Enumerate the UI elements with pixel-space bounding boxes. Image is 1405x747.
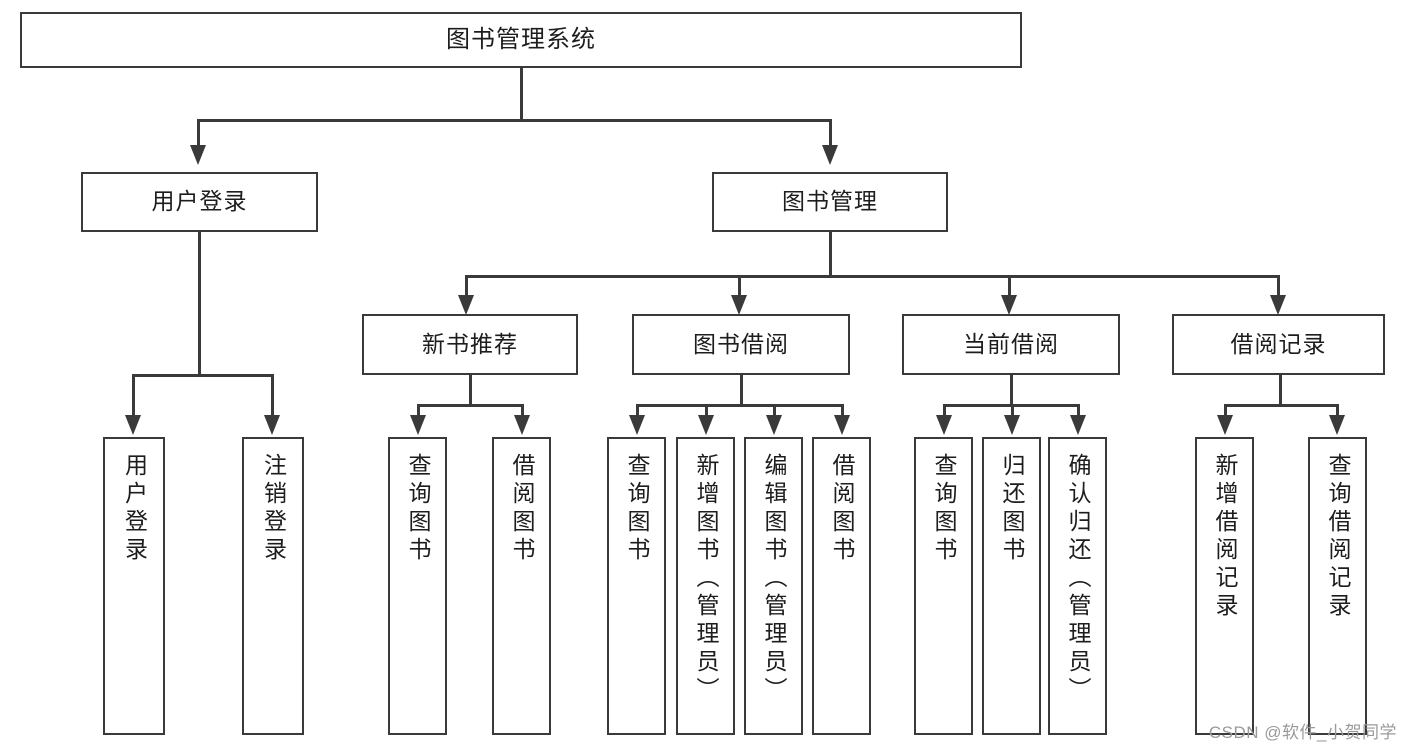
connector-borrow-record-bar [1224,404,1338,407]
connector-current-borrow-bar [943,404,1077,407]
node-label: 用户登录 [121,453,148,565]
connector-book-manage-drop-1 [465,275,468,297]
leaf-record-add-record[interactable]: 新增借阅记录 [1195,437,1254,735]
node-label: 新增图书（管理员） [693,453,719,705]
node-user-login[interactable]: 用户登录 [81,172,318,232]
connector-user-login-drop-1 [132,374,135,417]
arrow-book-borrow-leaf-1 [629,415,645,435]
connector-user-login-stem [198,232,201,375]
arrow-borrow-record-leaf-2 [1329,415,1345,435]
arrow-current-borrow-leaf-3 [1070,415,1086,435]
connector-book-borrow-drop-2 [705,404,708,417]
node-label: 确认归还（管理员） [1065,453,1091,705]
arrow-book-borrow-leaf-2 [698,415,714,435]
connector-book-borrow-drop-1 [636,404,639,417]
node-label: 编辑图书（管理员） [761,453,787,705]
connector-book-borrow-bar [636,404,844,407]
arrow-user-login-leaf-2 [264,415,280,435]
arrow-book-borrow-leaf-4 [834,415,850,435]
node-label: 当前借阅 [963,330,1059,357]
connector-book-manage-drop-3 [1008,275,1011,297]
connector-root-stem [520,68,523,120]
leaf-new-book-borrow-book[interactable]: 借阅图书 [492,437,551,735]
node-label: 查询图书 [624,453,650,565]
node-label: 新书推荐 [422,330,518,357]
connector-user-login-bar [132,374,272,377]
connector-borrow-record-stem [1279,375,1282,405]
connector-book-manage-bar [465,275,1279,278]
leaf-new-book-query-book[interactable]: 查询图书 [388,437,447,735]
leaf-logout-login[interactable]: 注销登录 [242,437,304,735]
leaf-borrow-edit-book-admin[interactable]: 编辑图书（管理员） [744,437,803,735]
connector-current-borrow-drop-2 [1011,404,1014,417]
node-label: 图书管理 [782,188,878,215]
arrow-book-borrow-leaf-3 [766,415,782,435]
node-label: 图书管理系统 [446,25,596,53]
arrow-current-borrow-leaf-2 [1004,415,1020,435]
connector-root-to-book-manage [829,119,832,147]
node-label: 查询图书 [931,453,957,565]
connector-user-login-drop-2 [271,374,274,417]
leaf-borrow-borrow-book[interactable]: 借阅图书 [812,437,871,735]
arrow-book-manage-to-borrow-book [731,295,747,315]
arrow-book-manage-to-borrow-record [1270,295,1286,315]
connector-root-to-user-login [197,119,200,147]
node-label: 注销登录 [260,453,287,565]
node-label: 查询图书 [405,453,431,565]
leaf-user-login[interactable]: 用户登录 [103,437,165,735]
connector-new-book-stem [469,375,472,405]
connector-root-bar [197,119,831,122]
connector-new-book-drop-2 [521,404,524,417]
leaf-borrow-add-book-admin[interactable]: 新增图书（管理员） [676,437,735,735]
arrow-root-to-book-manage [822,145,838,165]
connector-current-borrow-stem [1010,375,1013,405]
connector-book-borrow-drop-3 [773,404,776,417]
node-label: 借阅图书 [509,453,535,565]
leaf-borrow-query-book[interactable]: 查询图书 [607,437,666,735]
node-label: 用户登录 [151,188,248,215]
node-new-book-recommend[interactable]: 新书推荐 [362,314,578,375]
connector-borrow-record-drop-1 [1224,404,1227,417]
arrow-new-book-leaf-2 [514,415,530,435]
arrow-book-manage-to-current-borrow [1001,295,1017,315]
node-label: 查询借阅记录 [1325,453,1351,621]
connector-borrow-record-drop-2 [1336,404,1339,417]
connector-current-borrow-drop-3 [1077,404,1080,417]
node-label: 借阅记录 [1230,330,1327,357]
connector-new-book-bar [417,404,523,407]
node-book-borrow[interactable]: 图书借阅 [632,314,850,375]
node-label: 图书借阅 [693,330,789,357]
node-label: 借阅图书 [829,453,855,565]
connector-book-borrow-drop-4 [841,404,844,417]
connector-book-borrow-stem [740,375,743,405]
leaf-current-confirm-return-admin[interactable]: 确认归还（管理员） [1048,437,1107,735]
connector-current-borrow-drop-1 [943,404,946,417]
arrow-borrow-record-leaf-1 [1217,415,1233,435]
node-borrow-record[interactable]: 借阅记录 [1172,314,1385,375]
connector-book-manage-drop-4 [1277,275,1280,297]
node-book-management[interactable]: 图书管理 [712,172,948,232]
watermark-text: CSDN @软件_小贺同学 [1208,723,1397,742]
node-current-borrow[interactable]: 当前借阅 [902,314,1120,375]
connector-book-manage-drop-2 [738,275,741,297]
node-label: 新增借阅记录 [1212,453,1238,621]
node-label: 归还图书 [999,453,1025,565]
leaf-current-return-book[interactable]: 归还图书 [982,437,1041,735]
leaf-record-query-record[interactable]: 查询借阅记录 [1308,437,1367,735]
arrow-root-to-user-login [190,145,206,165]
arrow-new-book-leaf-1 [410,415,426,435]
connector-new-book-drop-1 [417,404,420,417]
node-root-system[interactable]: 图书管理系统 [20,12,1022,68]
arrow-book-manage-to-new-book [458,295,474,315]
arrow-user-login-leaf-1 [125,415,141,435]
connector-book-manage-stem [829,232,832,276]
arrow-current-borrow-leaf-1 [936,415,952,435]
leaf-current-query-book[interactable]: 查询图书 [914,437,973,735]
